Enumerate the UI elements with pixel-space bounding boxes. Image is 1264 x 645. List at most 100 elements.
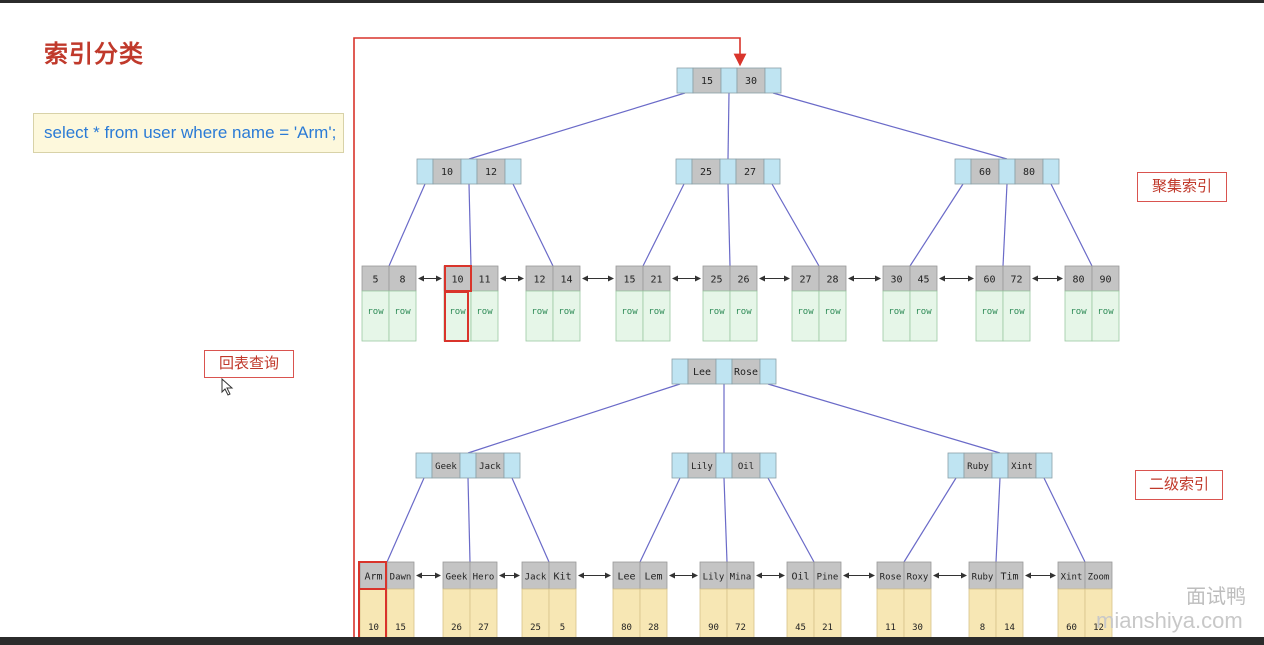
watermark-en: mianshiya.com	[1096, 608, 1243, 633]
secondary-internal-node-pointer	[459, 452, 477, 479]
clustered-leaf-node-key-cell	[443, 265, 472, 292]
table-lookup-label: 回表查询	[204, 350, 294, 378]
clustered-internal-node-pointer	[719, 158, 737, 185]
secondary-edge	[511, 477, 550, 563]
clustered-leaf-link	[1032, 275, 1063, 282]
clustered-internal-node-pointer	[460, 158, 478, 185]
highlight-box-row-10	[444, 291, 469, 342]
secondary-internal-node-key: Xint	[1011, 462, 1033, 472]
secondary-leaf-node-payload: 90	[708, 623, 719, 633]
clustered-leaf-node-payload: row	[449, 307, 466, 317]
clustered-leaf-node-payload-cell	[1002, 290, 1031, 342]
clustered-leaf-node-key: 90	[1099, 275, 1111, 286]
clustered-edge	[909, 183, 964, 267]
clustered-leaf-node-payload-cell	[909, 290, 938, 342]
secondary-leaf-node-key: Lem	[644, 572, 662, 583]
secondary-internal-node-pointer	[671, 452, 689, 479]
secondary-leaf-node-key: Arm	[364, 572, 382, 583]
clustered-leaf-node-key-cell	[361, 265, 390, 292]
secondary-root-node-pointer	[671, 358, 689, 385]
secondary-internal-node-pointer	[759, 452, 777, 479]
secondary-leaf-node-payload: 15	[395, 623, 406, 633]
secondary-root-node-pointer	[759, 358, 777, 385]
secondary-root-node-key: Lee	[693, 367, 711, 378]
clustered-leaf-node-key-cell	[1091, 265, 1120, 292]
secondary-leaf-node-payload-cell	[726, 588, 755, 645]
clustered-leaf-node-key-cell	[388, 265, 417, 292]
clustered-leaf-node-key-cell	[729, 265, 758, 292]
clustered-leaf-node-payload: row	[708, 307, 725, 317]
secondary-internal-node-pointer	[947, 452, 965, 479]
secondary-edge	[386, 477, 425, 563]
clustered-internal-node-key: 80	[1023, 167, 1035, 178]
secondary-internal-node-pointer	[991, 452, 1009, 479]
clustered-leaf-node-payload-cell	[615, 290, 644, 342]
clustered-leaf-link	[848, 275, 881, 282]
secondary-leaf-link	[756, 572, 785, 579]
secondary-leaf-node-key: Jack	[525, 573, 547, 583]
clustered-leaf-node-payload: row	[476, 307, 493, 317]
clustered-internal-node-key: 10	[441, 167, 453, 178]
secondary-edge	[767, 383, 1001, 454]
clustered-internal-node-pointer	[504, 158, 522, 185]
clustered-root-node-key-cell	[736, 67, 766, 94]
clustered-leaf-link	[939, 275, 974, 282]
clustered-leaf-node-payload: row	[1008, 307, 1025, 317]
secondary-leaf-node-key-cell	[699, 561, 728, 590]
secondary-leaf-node-payload: 25	[530, 623, 541, 633]
secondary-leaf-node-key: Roxy	[907, 573, 929, 583]
clustered-leaf-link	[672, 275, 701, 282]
clustered-leaf-node-payload: row	[558, 307, 575, 317]
secondary-leaf-node-payload: 8	[980, 623, 985, 633]
clustered-leaf-node-payload-cell	[975, 290, 1004, 342]
clustered-leaf-node-key-cell	[975, 265, 1004, 292]
clustered-leaf-node-payload-cell	[388, 290, 417, 342]
clustered-leaf-node-key: 11	[478, 275, 490, 286]
secondary-leaf-node-key-cell	[612, 561, 641, 590]
clustered-leaf-node-key-cell	[909, 265, 938, 292]
secondary-leaf-node-payload: 45	[795, 623, 806, 633]
clustered-edge	[771, 183, 820, 267]
secondary-leaf-node-payload-cell	[968, 588, 997, 645]
secondary-leaf-node-payload-cell	[699, 588, 728, 645]
clustered-internal-node-pointer	[1042, 158, 1060, 185]
clustered-leaf-node-key: 27	[799, 275, 811, 286]
clustered-root-node-pointer	[676, 67, 694, 94]
clustered-leaf-node-payload: row	[981, 307, 998, 317]
clustered-leaf-node-payload: row	[1097, 307, 1114, 317]
secondary-edge	[1043, 477, 1086, 563]
clustered-leaf-node-key-cell	[702, 265, 731, 292]
clustered-leaf-node-payload: row	[824, 307, 841, 317]
clustered-edge	[512, 183, 554, 267]
clustered-leaf-node-key-cell	[882, 265, 911, 292]
secondary-internal-node-key-cell	[731, 452, 761, 479]
clustered-edge	[1050, 183, 1093, 267]
secondary-internal-node-pointer	[503, 452, 521, 479]
clustered-internal-node-pointer	[675, 158, 693, 185]
secondary-leaf-node-key-cell	[469, 561, 498, 590]
secondary-leaf-node-key: Kit	[553, 572, 571, 583]
secondary-leaf-link	[843, 572, 875, 579]
secondary-leaf-node-key: Hero	[473, 573, 495, 583]
secondary-edge	[467, 477, 471, 563]
secondary-edge	[467, 383, 681, 454]
secondary-leaf-node-payload: 5	[560, 623, 565, 633]
secondary-leaf-node-key: Pine	[817, 573, 839, 583]
clustered-leaf-node-payload: row	[367, 307, 384, 317]
secondary-leaf-node-key: Lee	[617, 572, 635, 583]
secondary-leaf-node-key: Tim	[1000, 572, 1018, 583]
secondary-leaf-link	[416, 572, 441, 579]
clustered-leaf-node-payload-cell	[525, 290, 554, 342]
secondary-internal-node-key: Geek	[435, 462, 457, 472]
clustered-leaf-node-payload-cell	[1064, 290, 1093, 342]
sql-query-box: select * from user where name = 'Arm';	[33, 113, 344, 153]
